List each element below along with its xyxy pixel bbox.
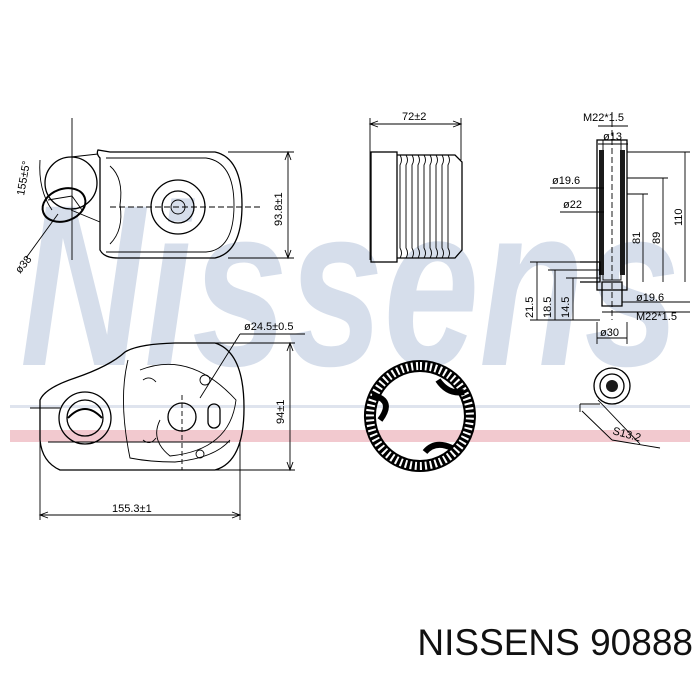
- dim-thread-bottom: M22*1.5: [636, 311, 677, 323]
- bottom-left-view: 155.3±1 94±1 ø24.5±0.5: [30, 321, 305, 520]
- dim-d22: ø22: [563, 199, 582, 211]
- dim-110: 110: [673, 208, 685, 226]
- cooler-fin: [441, 154, 444, 259]
- dim-d24-5: ø24.5±0.5: [244, 321, 293, 333]
- dim-89: 89: [651, 232, 663, 244]
- dim-thread-top: M22*1.5: [583, 112, 624, 124]
- watermark-text: Nissens: [20, 157, 680, 414]
- cooler-fin: [435, 154, 438, 259]
- dim-18-5: 18.5: [542, 297, 554, 318]
- cooler-fin: [399, 154, 402, 259]
- dim-14-5: 14.5: [560, 297, 572, 318]
- gasket-view: [364, 360, 476, 472]
- nut-view: S13.2: [579, 367, 661, 449]
- top-middle-view: 72±2: [368, 111, 463, 263]
- dim-angle: 155±5°: [15, 160, 33, 196]
- dim-d19-6-top: ø19.6: [552, 175, 580, 187]
- dim-94: 94±1: [275, 400, 287, 424]
- watermark: Nissens: [10, 157, 690, 442]
- top-right-view: M22*1.5 ø13 ø19.6 ø22 110 89 81 21.5 18.…: [524, 112, 690, 344]
- dim-93-8: 93.8±1: [273, 192, 285, 226]
- cooler-fin: [429, 154, 432, 259]
- cooler-fins: [399, 154, 450, 259]
- watermark-line: [10, 405, 690, 408]
- dim-155-3: 155.3±1: [112, 503, 152, 515]
- cooler-fin: [405, 154, 408, 259]
- dim-d19-6-bottom: ø19.6: [636, 292, 664, 304]
- cooler-fin: [447, 154, 450, 259]
- dim-d30: ø30: [600, 327, 619, 339]
- dim-21-5: 21.5: [524, 297, 536, 318]
- cooler-fin: [423, 154, 426, 259]
- cooler-fin: [417, 154, 420, 259]
- dim-81: 81: [631, 232, 643, 244]
- product-label: NISSENS 90888: [417, 622, 693, 663]
- cooler-fin: [411, 154, 414, 259]
- watermark-bar: [10, 430, 690, 442]
- dim-72: 72±2: [402, 111, 426, 123]
- top-left-view: 93.8±1 155±5° ø38: [13, 118, 294, 276]
- dim-d13: ø13: [603, 131, 622, 143]
